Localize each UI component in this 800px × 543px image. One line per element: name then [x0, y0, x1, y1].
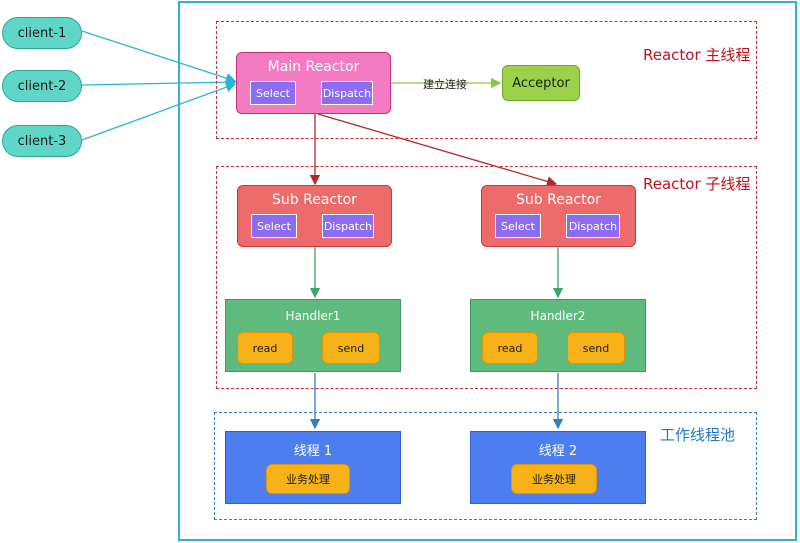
client-3-node: client-3 [2, 125, 82, 157]
sub-reactor-2-node: Sub Reactor Select Dispatch [481, 185, 636, 247]
worker-pool-group [214, 412, 757, 520]
main-reactor-node: Main Reactor Select Dispatch [236, 52, 391, 114]
worker-pool-label: 工作线程池 [660, 426, 736, 444]
handler-2-node: Handler2 read send [470, 299, 646, 372]
sub-thread-label: Reactor 子线程 [643, 175, 751, 193]
main-thread-label: Reactor 主线程 [643, 46, 751, 64]
handler-2-read: read [482, 332, 538, 364]
handler-1-send: send [322, 332, 380, 364]
main-reactor-dispatch: Dispatch [321, 81, 373, 105]
worker-2-title: 线程 2 [538, 444, 578, 459]
connect-label: 建立连接 [423, 78, 467, 91]
edge-client-3 [81, 82, 237, 141]
edge-main-sub-2 [317, 113, 558, 187]
handler-1-title: Handler1 [285, 309, 341, 323]
worker-2-node: 线程 2 业务处理 [470, 431, 646, 504]
client-1-node: client-1 [2, 17, 82, 49]
server-boundary [178, 1, 797, 541]
sub-reactor-2-title: Sub Reactor [516, 192, 601, 208]
handler-2-send: send [567, 332, 625, 364]
worker-1-title: 线程 1 [293, 444, 333, 459]
sub-reactor-1-dispatch: Dispatch [322, 214, 374, 238]
sub-reactor-1-node: Sub Reactor Select Dispatch [237, 185, 392, 247]
edge-client-1 [81, 30, 237, 84]
sub-reactor-1-title: Sub Reactor [272, 192, 357, 208]
sub-reactor-1-select: Select [251, 214, 297, 238]
worker-1-node: 线程 1 业务处理 [225, 431, 401, 504]
sub-reactor-2-dispatch: Dispatch [566, 214, 620, 238]
edge-client-2 [81, 76, 237, 88]
sub-reactor-2-select: Select [495, 214, 541, 238]
handler-1-node: Handler1 read send [225, 299, 401, 372]
handler-1-read: read [237, 332, 293, 364]
main-reactor-title: Main Reactor [267, 59, 360, 75]
main-reactor-select: Select [250, 81, 296, 105]
handler-2-title: Handler2 [530, 309, 586, 323]
worker-1-task: 业务处理 [266, 464, 350, 494]
sub-thread-group [216, 166, 757, 389]
acceptor-node: Acceptor [502, 65, 580, 101]
main-thread-group [216, 21, 757, 139]
worker-2-task: 业务处理 [511, 464, 597, 494]
client-2-node: client-2 [2, 70, 82, 102]
